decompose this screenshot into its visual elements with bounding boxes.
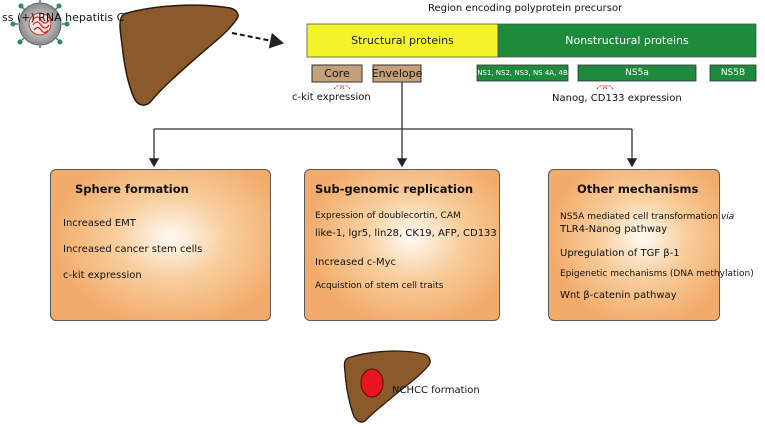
panel-item: like-1, lgr5, lin28, CK19, AFP, CD133 xyxy=(315,228,497,239)
dashed-arrow xyxy=(231,32,284,49)
panel-item: Epigenetic mechanisms (DNA methylation) xyxy=(560,269,754,279)
panel-item: Increased cancer stem cells xyxy=(63,244,203,255)
panel-item: NS5A mediated cell transformation via xyxy=(560,212,735,222)
nanog-expression-label: Nanog, CD133 expression xyxy=(552,93,682,104)
sphere-formation-panel: Sphere formation Increased EMT Increased… xyxy=(50,169,271,321)
panel-item: TLR4-Nanog pathway xyxy=(560,224,668,235)
panel-item: Increased EMT xyxy=(63,218,136,229)
panel-item: Increased c-Myc xyxy=(315,257,396,268)
liver-icon xyxy=(119,4,239,106)
nchcc-formation-label: NCHCC formation xyxy=(392,385,480,396)
panel-item: Wnt β-catenin pathway xyxy=(560,290,677,301)
panel-title: Other mechanisms xyxy=(577,182,699,196)
ns5b-label: NS5B xyxy=(720,68,746,78)
ns5b-box xyxy=(709,64,757,82)
panel-item: Upregulation of TGF β-1 xyxy=(560,248,680,259)
other-mechanisms-panel: Other mechanisms NS5A mediated cell tran… xyxy=(548,169,754,321)
panel-title: Sphere formation xyxy=(75,182,189,196)
core-label: Core xyxy=(324,67,350,80)
panel-item: c-kit expression xyxy=(63,270,142,281)
ckit-expression-label: c-kit expression xyxy=(292,92,371,103)
panel-title: Sub-genomic replication xyxy=(315,182,474,196)
ns1-4b-box xyxy=(476,64,569,82)
structural-bar xyxy=(306,23,499,58)
hcv-virus-icon xyxy=(10,0,70,48)
virus-label: ss (+) RNA hepatitis C xyxy=(2,11,125,24)
ckit-red-arrows-icon xyxy=(333,85,351,90)
structural-proteins-label: Structural proteins xyxy=(351,34,454,47)
nonstructural-proteins-label: Nonstructural proteins xyxy=(565,34,689,47)
ns1-4b-label: NS1, NS2, NS3, NS 4A, 4B xyxy=(477,69,568,77)
nonstructural-bar xyxy=(497,23,757,58)
core-box xyxy=(311,64,363,83)
nanog-red-arrows-icon xyxy=(596,85,614,90)
region-title: Region encoding polyprotein precursor xyxy=(428,3,623,14)
panel-item: Acquistion of stem cell traits xyxy=(315,281,444,291)
envelope-box xyxy=(372,64,422,83)
subgenomic-replication-panel: Sub-genomic replication Expression of do… xyxy=(304,169,500,321)
ns5a-label: NS5a xyxy=(625,68,649,78)
envelope-label: Envelope xyxy=(371,67,423,80)
liver-tumor-icon xyxy=(343,350,431,423)
panel-item: Expression of doublecortin, CAM xyxy=(315,211,461,221)
ns5a-box xyxy=(577,64,697,82)
branch-connector xyxy=(148,82,638,168)
